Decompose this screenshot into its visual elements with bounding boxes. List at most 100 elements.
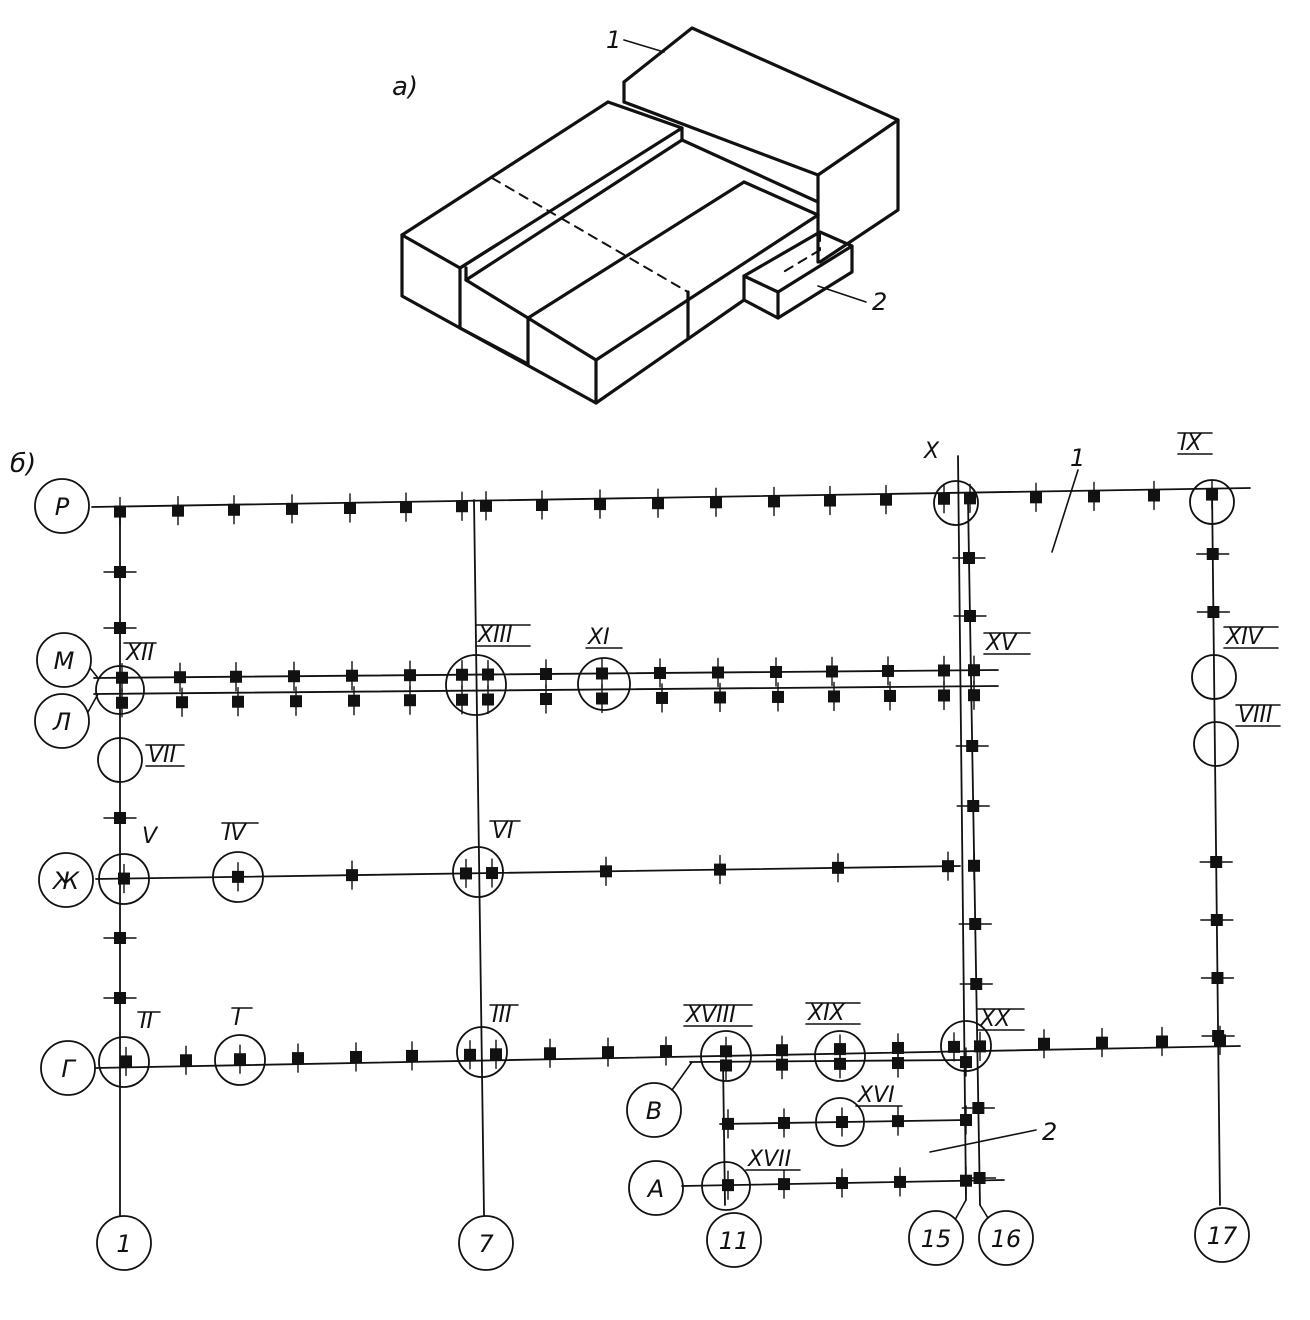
column-marker — [960, 1056, 972, 1069]
node-circle-iii — [456, 1026, 508, 1078]
node-circle-xx — [940, 1020, 992, 1072]
column-marker — [714, 863, 726, 876]
column-marker — [480, 499, 492, 512]
svg-text:А: А — [646, 1175, 664, 1203]
node-circle-xii — [95, 665, 145, 715]
column-marker — [832, 861, 844, 874]
column-marker — [232, 870, 244, 883]
column-marker — [969, 918, 982, 930]
column-marker — [594, 498, 606, 511]
column-marker — [348, 694, 360, 707]
svg-text:15: 15 — [921, 1225, 952, 1253]
column-marker — [404, 669, 416, 682]
column-marker — [460, 867, 472, 880]
label-overlines — [123, 432, 1281, 1171]
node-circle-xvi — [815, 1097, 865, 1147]
column-marker — [966, 740, 979, 752]
node-circle-i — [214, 1034, 266, 1086]
column-marker — [968, 689, 980, 702]
column-marker — [1206, 548, 1219, 560]
column-marker — [1030, 491, 1042, 504]
node-circle-viii — [1193, 721, 1239, 767]
column-marker — [714, 691, 726, 704]
axis-bubble-row-l: Л — [34, 693, 99, 749]
node-label-xvii: XVII — [747, 1147, 791, 1172]
column-marker — [722, 1117, 734, 1130]
column-marker — [600, 865, 612, 878]
column-marker — [1148, 489, 1160, 502]
column-marker — [596, 692, 608, 705]
node-circle-xix — [814, 1030, 866, 1082]
column-marker — [176, 696, 188, 709]
column-marker — [346, 669, 358, 682]
column-marker — [234, 1053, 246, 1066]
node-label-vii: VII — [148, 743, 176, 768]
column-marker — [974, 1040, 986, 1053]
column-marker — [882, 664, 894, 677]
column-marker — [892, 1057, 904, 1070]
column-marker — [544, 1047, 556, 1060]
svg-text:Г: Г — [61, 1055, 76, 1083]
svg-text:Р: Р — [55, 493, 70, 521]
node-circle-v — [98, 853, 150, 905]
column-marker — [892, 1115, 904, 1128]
node-circle-xi — [577, 657, 631, 711]
column-marker — [540, 668, 552, 680]
column-marker — [972, 1102, 985, 1114]
axis-bubble-col-16: 16 — [978, 1204, 1034, 1266]
node-circle-xiv — [1191, 654, 1237, 700]
svg-text:1: 1 — [116, 1230, 131, 1258]
column-marker — [120, 1055, 132, 1068]
column-marker — [772, 690, 784, 703]
column-marker — [490, 1048, 502, 1061]
node-circle-xiii — [445, 654, 507, 716]
node-circle-x — [933, 480, 979, 526]
column-marker — [826, 665, 838, 678]
node-label-iv: IV — [224, 821, 247, 846]
svg-text:17: 17 — [1207, 1222, 1238, 1250]
column-marker — [778, 1178, 790, 1191]
column-marker — [652, 497, 664, 510]
column-marker — [602, 1046, 614, 1059]
column-marker — [114, 622, 126, 634]
column-marker — [1211, 972, 1224, 984]
callout-leader-1 — [623, 39, 665, 53]
column-marker — [400, 501, 412, 514]
column-marker — [118, 872, 130, 885]
column-marker — [892, 1041, 904, 1054]
node-label-xii: XII — [125, 641, 154, 666]
svg-text:Л: Л — [52, 708, 71, 736]
column-marker — [404, 694, 416, 707]
column-marker — [292, 1052, 304, 1065]
column-marker — [456, 500, 468, 513]
column-marker — [540, 693, 552, 705]
column-marker — [230, 670, 242, 683]
node-label-vi: VI — [492, 819, 514, 844]
column-marker — [1210, 914, 1223, 926]
column-marker — [1207, 606, 1220, 618]
node-label-xx: XX — [979, 1007, 1011, 1032]
column-marker — [232, 695, 244, 708]
column-marker — [406, 1049, 418, 1062]
column-marker — [720, 1059, 732, 1072]
column-marker — [174, 671, 186, 684]
column-marker — [660, 1045, 672, 1058]
node-labels: I II III IV V VI VII VIII IX X XI XII XI… — [125, 431, 1273, 1172]
callout-leader-b1 — [1051, 469, 1079, 553]
node-circles — [95, 479, 1239, 1211]
column-marker — [884, 689, 896, 702]
column-marker — [486, 867, 498, 880]
column-marker — [1038, 1037, 1050, 1050]
column-marker — [1206, 488, 1218, 501]
column-marker — [1210, 856, 1223, 868]
column-marker — [456, 668, 468, 681]
column-marker — [482, 693, 494, 706]
node-label-ix: IX — [1180, 431, 1202, 456]
column-marker — [710, 496, 722, 509]
column-marker — [967, 800, 980, 812]
column-marker — [228, 503, 240, 516]
column-marker — [836, 1177, 848, 1190]
node-label-xv: XV — [985, 631, 1018, 656]
node-circle-iv — [212, 851, 264, 903]
